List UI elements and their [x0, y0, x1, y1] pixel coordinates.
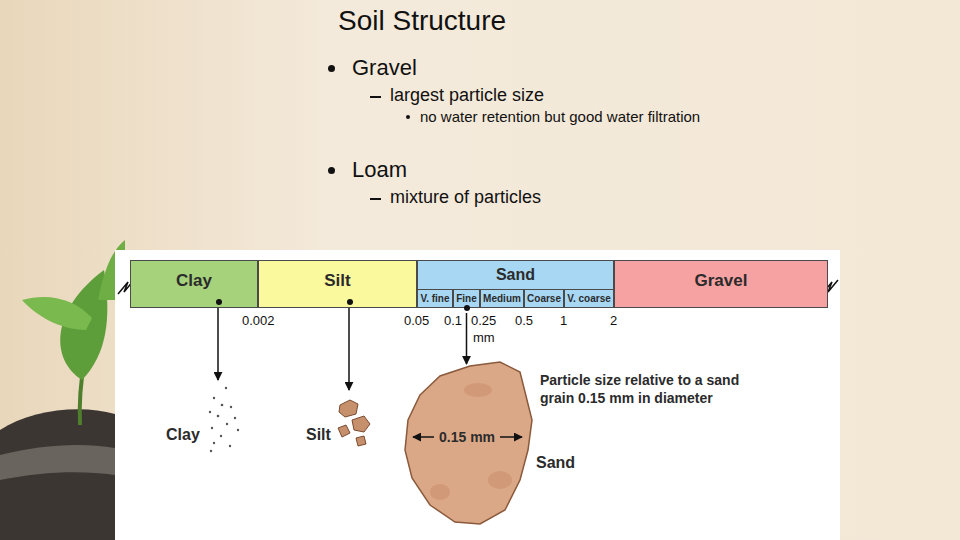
size-class-band: Sand V. fine Fine Medium Coarse V. coarse	[417, 260, 614, 308]
size-class-band: Clay	[130, 260, 258, 308]
silt-grain	[338, 425, 350, 437]
grain-texture	[488, 471, 512, 489]
clay-speck	[234, 417, 236, 419]
clay-particles	[209, 387, 239, 452]
silt-grain	[356, 436, 366, 446]
size-tick: 0.25	[471, 313, 496, 329]
particle-name: Clay	[166, 425, 200, 444]
clay-speck	[213, 397, 215, 399]
sand-grain	[405, 362, 532, 524]
band-label: Coarse	[527, 293, 561, 305]
size-tick: 0.5	[515, 313, 533, 329]
band-label: Clay	[176, 271, 212, 291]
leader-arrow	[466, 313, 468, 364]
dash	[370, 198, 381, 200]
size-class-band: Gravel	[614, 260, 828, 308]
band-label: Silt	[324, 271, 350, 291]
size-subclass-cell: Medium	[480, 289, 524, 308]
clay-speck	[226, 423, 228, 425]
note: no water retention but good water filtra…	[420, 108, 700, 126]
silt-grain	[352, 416, 370, 432]
band-label: Sand	[496, 265, 535, 284]
size-subclass-cell: V. fine	[417, 289, 453, 308]
particle-dot	[216, 299, 222, 305]
silt-grain	[339, 400, 358, 417]
clay-speck	[217, 415, 220, 418]
grain-texture	[464, 383, 492, 397]
leader-arrow	[348, 307, 350, 390]
bullet-text: Gravel	[352, 55, 417, 81]
bullet	[406, 115, 410, 119]
caption-note: Particle size relative to a sand grain 0…	[540, 372, 745, 407]
clay-speck	[213, 442, 215, 444]
band-label: Medium	[483, 293, 521, 305]
clay-speck	[211, 427, 213, 429]
sub-point: mixture of particles	[390, 187, 541, 209]
band-label: V. fine	[420, 293, 449, 305]
size-tick: 0.05	[404, 313, 429, 329]
size-tick: 2	[610, 313, 617, 329]
grain-texture	[430, 484, 450, 500]
dash	[370, 96, 381, 98]
clay-speck	[210, 450, 212, 452]
soil	[0, 409, 115, 540]
sub-point: largest particle size	[390, 85, 544, 107]
size-tick: 1	[560, 313, 567, 329]
silt-particles	[338, 400, 370, 446]
particle-name: Silt	[306, 425, 331, 444]
dimension: 0.15 mm	[439, 429, 495, 446]
bullet-text: Loam	[352, 157, 407, 183]
size-subclass-cell: Fine	[453, 289, 480, 308]
size-tick: 0.1	[444, 313, 462, 329]
bullet	[328, 65, 335, 72]
leaf	[22, 297, 92, 330]
size-subclass-cell: Coarse	[524, 289, 564, 308]
unit: mm	[473, 330, 495, 346]
band-label: Fine	[456, 293, 477, 305]
clay-speck	[221, 404, 224, 407]
slide-title: Soil Structure	[338, 4, 506, 38]
clay-speck	[237, 429, 239, 431]
particle-dot	[347, 299, 353, 305]
clay-speck	[230, 406, 232, 408]
clay-speck	[209, 411, 211, 413]
size-class-band: Silt	[258, 260, 417, 308]
band-label: Gravel	[695, 271, 748, 291]
particle-dot	[464, 305, 470, 311]
dimension-arrow	[500, 436, 522, 438]
dimension-arrow	[413, 436, 434, 438]
clay-speck	[220, 435, 222, 437]
band-label: V. coarse	[567, 293, 611, 305]
size-tick: 0.002	[242, 313, 275, 329]
panel	[115, 250, 840, 540]
clay-speck	[229, 445, 231, 447]
leader-arrow	[217, 307, 219, 380]
particle-name: Sand	[536, 453, 575, 472]
soil-band	[0, 445, 115, 480]
size-subclass-cell: V. coarse	[564, 289, 614, 308]
bullet	[328, 167, 335, 174]
clay-speck	[225, 387, 227, 389]
